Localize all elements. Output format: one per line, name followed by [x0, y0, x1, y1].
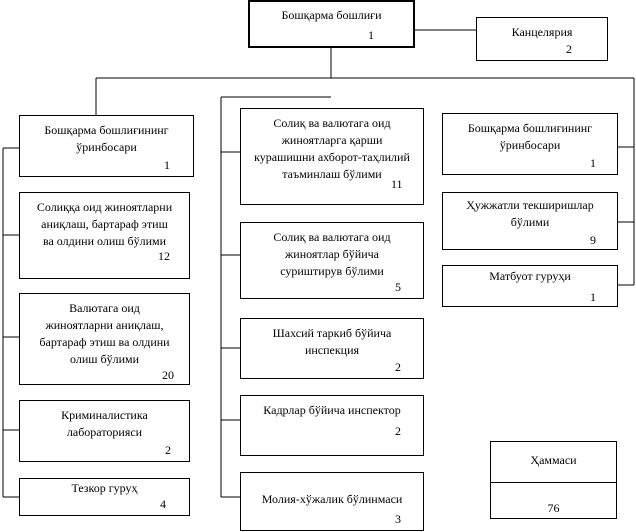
box-title: Матбуот гуруҳи [489, 269, 571, 283]
analytics-dept-box: Солиқ ва валютага оид жиноятларга қарши … [240, 108, 424, 205]
total-box: Ҳаммаси 76 [490, 441, 617, 519]
tax-crimes-dept-box: Солиққа оид жиноятларни аниқлаш, бартара… [19, 192, 190, 279]
box-title: Кадрлар бўйича инспектор [263, 403, 401, 417]
personnel-inspection-box: Шахсий таркиб бўйича инспекция 2 [240, 318, 424, 379]
currency-crimes-dept-box: Валютага оид жиноятларни аниқлаш, бартар… [19, 293, 190, 385]
total-count: 76 [547, 501, 560, 515]
office-count: 2 [566, 42, 572, 56]
box-count: 1 [164, 158, 170, 172]
box-title: Валютага оид жиноятларни аниқлаш, бартар… [39, 301, 170, 366]
inquiry-dept-box: Солиқ ва валютага оид жиноятлар бўйича с… [240, 222, 424, 299]
office-title: Канцелярия [511, 25, 573, 39]
box-count: 1 [590, 156, 596, 170]
box-count: 20 [162, 368, 174, 382]
box-count: 2 [395, 424, 401, 438]
total-divider [491, 482, 616, 483]
box-count: 9 [590, 233, 596, 247]
box-count: 2 [395, 360, 401, 374]
box-title: Солиққа оид жиноятларни аниқлаш, бартара… [36, 200, 173, 248]
box-title: Тезкор гуруҳ [71, 481, 138, 495]
box-title: Солиқ ва валютага оид жиноятлар бўйича с… [273, 230, 391, 278]
box-title: Ҳужжатли текширишлар бўлими [466, 198, 594, 229]
hr-inspector-box: Кадрлар бўйича инспектор 2 [240, 395, 424, 456]
forensic-lab-box: Криминалистика лабораторияси 2 [19, 400, 190, 462]
total-label: Ҳаммаси [530, 453, 577, 467]
box-title: Криминалистика лабораторияси [61, 408, 148, 439]
left-deputy-box: Бошқарма бошлиғининг ўринбосари 1 [19, 115, 194, 177]
office-box: Канцелярия 2 [476, 17, 608, 61]
rapid-group-box: Тезкор гуруҳ 4 [19, 478, 190, 516]
head-box: Бошқарма бошлиғи 1 [248, 0, 415, 48]
box-count: 2 [165, 443, 171, 457]
box-count: 3 [395, 512, 401, 526]
box-count: 5 [395, 280, 401, 294]
box-count: 1 [590, 290, 596, 304]
head-count: 1 [368, 28, 374, 42]
finance-unit-box: Молия-хўжалик бўлинмаси 3 [240, 472, 424, 531]
right-deputy-box: Бошқарма бошлиғининг ўринбосари 1 [442, 113, 618, 175]
box-title: Солиқ ва валютага оид жиноятларга қарши … [254, 116, 410, 181]
press-group-box: Матбуот гуруҳи 1 [442, 265, 618, 307]
box-title: Шахсий таркиб бўйича инспекция [272, 326, 392, 357]
document-audit-dept-box: Ҳужжатли текширишлар бўлими 9 [442, 192, 618, 250]
box-title: Бошқарма бошлиғининг ўринбосари [44, 123, 169, 154]
box-count: 12 [158, 249, 170, 263]
head-title: Бошқарма бошлиғи [281, 8, 382, 22]
box-count: 11 [391, 177, 403, 191]
box-count: 4 [160, 497, 166, 511]
box-title: Молия-хўжалик бўлинмаси [261, 492, 403, 506]
box-title: Бошқарма бошлиғининг ўринбосари [467, 121, 593, 152]
